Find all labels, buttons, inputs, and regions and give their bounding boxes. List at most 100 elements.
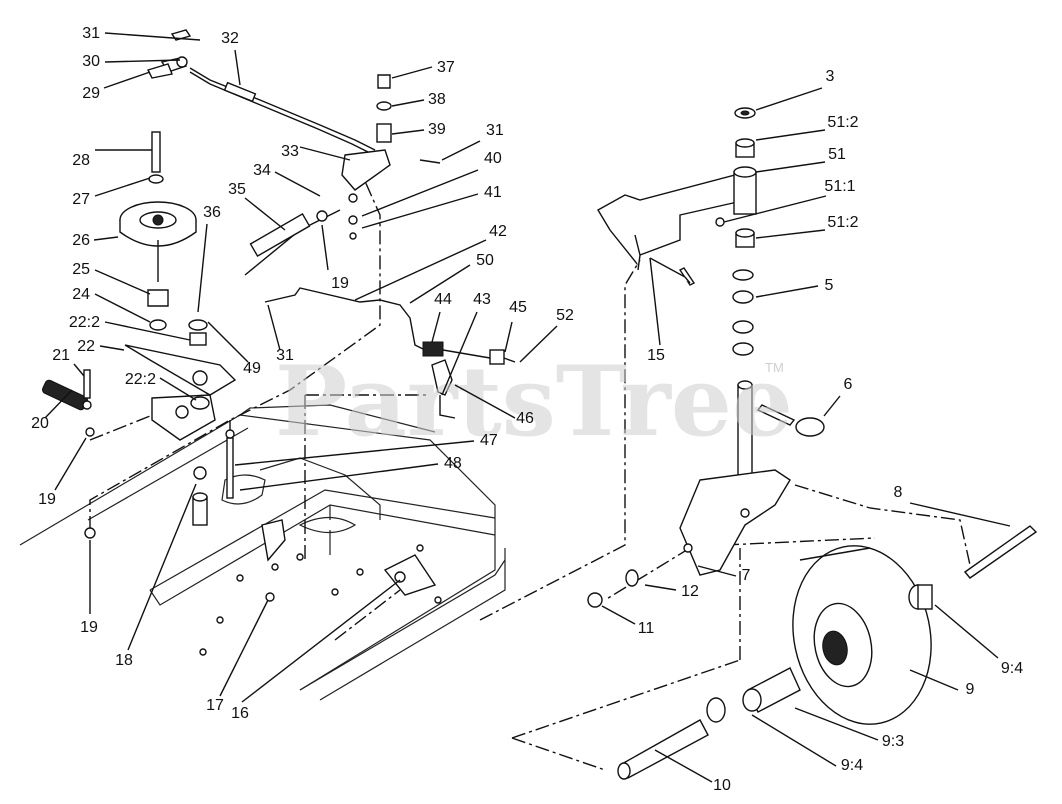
- callout-leader: [391, 66, 433, 79]
- callout-label: 19: [80, 619, 98, 636]
- callout-label: 42: [489, 223, 507, 240]
- callout-leader: [441, 140, 481, 161]
- callout-label: 24: [72, 286, 90, 303]
- watermark-trademark: TM: [765, 360, 784, 375]
- callout-leader: [94, 269, 151, 295]
- callout-leader: [127, 483, 197, 651]
- callout-label: 28: [72, 152, 90, 169]
- callout-label: 11: [638, 620, 655, 637]
- callout-label: 9:4: [1001, 660, 1023, 677]
- callout-leader: [104, 321, 191, 341]
- callout-leader: [794, 707, 879, 741]
- callout-label: 38: [428, 91, 446, 108]
- callout-leader: [103, 71, 151, 89]
- callout-label: 9: [966, 681, 975, 698]
- callout-leader: [823, 395, 841, 417]
- callout-label: 29: [82, 85, 100, 102]
- callout-leader: [755, 285, 819, 298]
- callout-leader: [73, 363, 85, 377]
- callout-label: 51:2: [827, 214, 858, 231]
- callout-label: 22:2: [125, 371, 156, 388]
- callout-leader: [239, 463, 439, 491]
- callout-leader: [649, 257, 661, 346]
- callout-label: 51:2: [827, 114, 858, 131]
- callout-leader: [299, 146, 351, 161]
- callout-label: 51:1: [824, 178, 855, 195]
- callout-label: 25: [72, 261, 90, 278]
- callout-label: 7: [742, 567, 751, 584]
- callout-leader: [755, 87, 823, 111]
- callout-leader: [241, 579, 401, 703]
- control-linkage: [147, 29, 516, 419]
- callout-leader: [519, 325, 558, 363]
- callout-label: 27: [72, 191, 90, 208]
- callout-leaders: [44, 32, 1011, 783]
- callout-leader: [219, 599, 269, 697]
- callout-label: 26: [72, 232, 90, 249]
- callout-leader: [197, 223, 208, 313]
- watermark-text: PartsTree: [275, 345, 793, 458]
- callout-leader: [321, 224, 329, 271]
- callout-label: 20: [31, 415, 49, 432]
- callout-label: 9:4: [841, 757, 863, 774]
- callout-leader: [909, 502, 1011, 527]
- callout-leader: [104, 32, 201, 41]
- callout-label: 9:3: [882, 733, 904, 750]
- callout-leader: [234, 49, 241, 86]
- callout-label: 47: [480, 432, 498, 449]
- callout-leader: [267, 304, 281, 351]
- callout-label: 6: [844, 376, 853, 393]
- callout-label: 31: [82, 25, 100, 42]
- callout-leader: [644, 584, 677, 591]
- callout-leader: [391, 129, 425, 135]
- callout-label: 39: [428, 121, 446, 138]
- callout-leader: [601, 605, 636, 625]
- callout-label: 3: [826, 68, 835, 85]
- callout-label: 40: [484, 150, 502, 167]
- callout-label: 21: [52, 347, 70, 364]
- callout-leader: [697, 565, 737, 577]
- callout-leader: [159, 377, 197, 401]
- callout-leader: [354, 239, 487, 301]
- callout-label: 31: [276, 347, 294, 364]
- callout-label: 51: [828, 146, 846, 163]
- callout-label: 52: [556, 307, 574, 324]
- callout-label: 5: [825, 277, 834, 294]
- callout-leader: [361, 169, 479, 217]
- callout-leader: [54, 437, 87, 491]
- callout-leader: [909, 669, 959, 691]
- callout-leader: [93, 236, 119, 241]
- callout-leader: [755, 129, 826, 141]
- callout-label: 41: [484, 184, 502, 201]
- callout-leader: [755, 229, 826, 239]
- callout-leader: [44, 389, 73, 419]
- callout-leader: [207, 321, 249, 363]
- callout-leader: [751, 714, 837, 767]
- callout-label: 37: [437, 59, 455, 76]
- callout-leader: [409, 264, 471, 304]
- caster-assembly: [587, 107, 1038, 780]
- callout-label: 16: [231, 705, 249, 722]
- callout-label: 17: [206, 697, 224, 714]
- callout-label: 19: [331, 275, 349, 292]
- callout-leader: [934, 604, 999, 659]
- callout-leader: [431, 311, 441, 343]
- callout-leader: [723, 195, 827, 223]
- callout-label: 22:2: [69, 314, 100, 331]
- callout-leader: [99, 345, 125, 351]
- callout-label: 46: [516, 410, 534, 427]
- callout-label: 34: [253, 162, 271, 179]
- callout-leader: [244, 197, 286, 231]
- callout-label: 18: [115, 652, 133, 669]
- callout-label: 45: [509, 299, 527, 316]
- callout-label: 19: [38, 491, 56, 508]
- callout-label: 50: [476, 252, 494, 269]
- callout-label: 15: [647, 347, 665, 364]
- callout-leader: [755, 161, 826, 173]
- callout-leader: [361, 193, 479, 229]
- callout-label: 31: [486, 122, 504, 139]
- callout-label: 33: [281, 143, 299, 160]
- callout-label: 43: [473, 291, 491, 308]
